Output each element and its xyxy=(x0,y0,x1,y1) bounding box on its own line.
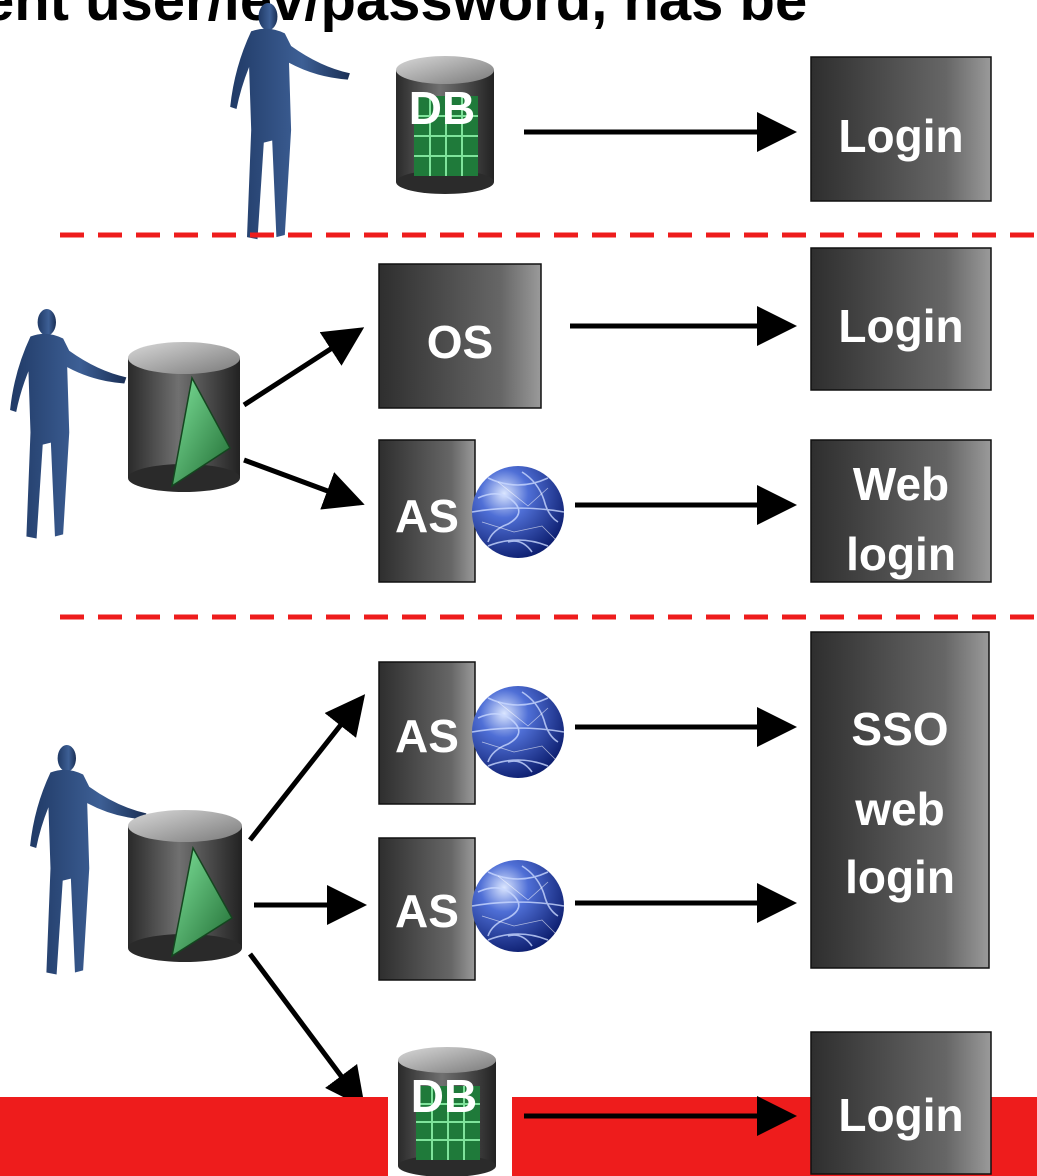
middle-web-login-box: Web login xyxy=(810,439,992,583)
bottom-as2-label: AS xyxy=(395,885,459,937)
bottom-db-label: DB xyxy=(411,1070,477,1122)
bottom-as1-label: AS xyxy=(395,710,459,762)
sso-line1: SSO xyxy=(851,703,948,755)
middle-arrow-to-as-icon xyxy=(243,457,365,510)
top-database-icon: DB xyxy=(396,56,494,194)
bottom-globe2-icon xyxy=(471,859,565,953)
sso-web-login-box: SSO web login xyxy=(810,631,990,969)
middle-os-label: OS xyxy=(427,316,493,368)
sso-line3: login xyxy=(845,851,955,903)
middle-as-server: AS xyxy=(378,439,565,583)
bottom-as1-server: AS xyxy=(378,661,565,805)
middle-arrow-to-os-icon xyxy=(242,327,365,408)
middle-os-login-label: Login xyxy=(838,300,963,352)
bottom-login-box: Login xyxy=(810,1031,992,1175)
sso-line2: web xyxy=(854,783,944,835)
middle-globe-icon xyxy=(471,465,565,559)
top-db-label: DB xyxy=(409,82,475,134)
bottom-globe1-icon xyxy=(471,685,565,779)
bottom-arrow-to-as1-icon xyxy=(248,694,366,842)
middle-person-icon xyxy=(10,308,127,539)
web-login-line2: login xyxy=(846,528,956,580)
top-login-label: Login xyxy=(838,110,963,162)
bottom-arrow-to-db-icon xyxy=(247,952,365,1109)
web-login-line1: Web xyxy=(853,458,949,510)
top-person-icon xyxy=(230,2,350,240)
middle-as-label: AS xyxy=(395,490,459,542)
bottom-as2-server: AS xyxy=(378,837,565,981)
bottom-database-icon: DB xyxy=(398,1047,496,1176)
bottom-repository-icon xyxy=(128,810,242,962)
bottom-login-label: Login xyxy=(838,1089,963,1141)
middle-repository-icon xyxy=(128,342,240,492)
page-title: ent user/lev/password, has be xyxy=(0,0,807,33)
middle-os-box: OS xyxy=(378,263,542,409)
middle-os-login-box: Login xyxy=(810,247,992,391)
top-login-box: Login xyxy=(810,56,992,202)
